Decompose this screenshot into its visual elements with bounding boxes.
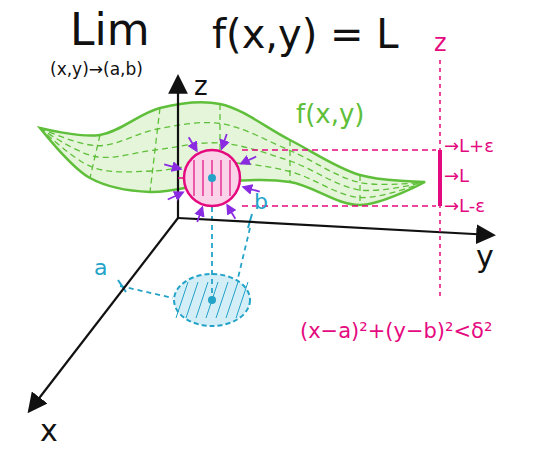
- surface-grid: [150, 108, 160, 192]
- surface: [40, 102, 425, 205]
- y-axis: [178, 218, 492, 235]
- illustration-lines: [30, 60, 492, 410]
- epsilon-region: [184, 150, 240, 206]
- limit-word: Lim: [70, 6, 150, 54]
- approach-arrow: [241, 157, 256, 164]
- surface-grid: [90, 135, 100, 178]
- x-axis: [30, 218, 178, 410]
- limit-value-label: →L: [444, 166, 469, 186]
- surface-point: [208, 174, 216, 182]
- x-axis-label: x: [40, 414, 58, 447]
- z-axis-label: z: [194, 72, 208, 101]
- surface-grid: [359, 175, 360, 205]
- approach-arrow: [227, 205, 235, 218]
- approach-condition: (x,y)→(a,b): [50, 60, 143, 79]
- limit-equation: f(x,y) = L: [212, 12, 399, 56]
- b-label: b: [254, 190, 268, 214]
- approach-arrow: [189, 137, 197, 150]
- surface-sheet: [40, 102, 425, 205]
- point-ab: [208, 296, 216, 304]
- approach-arrow: [222, 134, 227, 148]
- y-axis-label: y: [476, 240, 494, 273]
- region-hatch: [220, 160, 221, 196]
- disk-hatch: [176, 282, 188, 318]
- disk-hatch: [196, 282, 208, 318]
- approach-arrow: [168, 192, 183, 199]
- approach-arrow: [164, 164, 180, 168]
- z-value-tick: [178, 177, 184, 179]
- region-hatch: [229, 160, 230, 196]
- approach-arrow: [197, 208, 202, 222]
- disk-hatch: [206, 282, 218, 318]
- region-hatch: [193, 160, 194, 196]
- z-axis: [177, 78, 179, 218]
- lower-bound-label: →L-ε: [444, 196, 485, 216]
- delta-condition: (x−a)²+(y−b)²<δ²: [300, 320, 492, 343]
- a-label: a: [94, 256, 107, 280]
- upper-level-line: [242, 149, 436, 151]
- disk-hatch: [236, 282, 248, 318]
- upper-bound-label: →L+ε: [444, 136, 494, 156]
- lower-level-line: [242, 205, 436, 207]
- disk-hatch: [216, 282, 228, 318]
- z-scale-axis: [439, 60, 441, 300]
- function-label: f(x,y): [296, 100, 364, 129]
- epsilon-interval: [438, 150, 442, 206]
- surface-grid: [289, 140, 290, 182]
- z-scale-label: z: [434, 30, 447, 56]
- disk-hatch: [186, 282, 198, 318]
- a-guide: [120, 286, 173, 298]
- region-hatch: [202, 160, 203, 196]
- b-guide: [238, 228, 250, 278]
- disk-hatch: [226, 282, 238, 318]
